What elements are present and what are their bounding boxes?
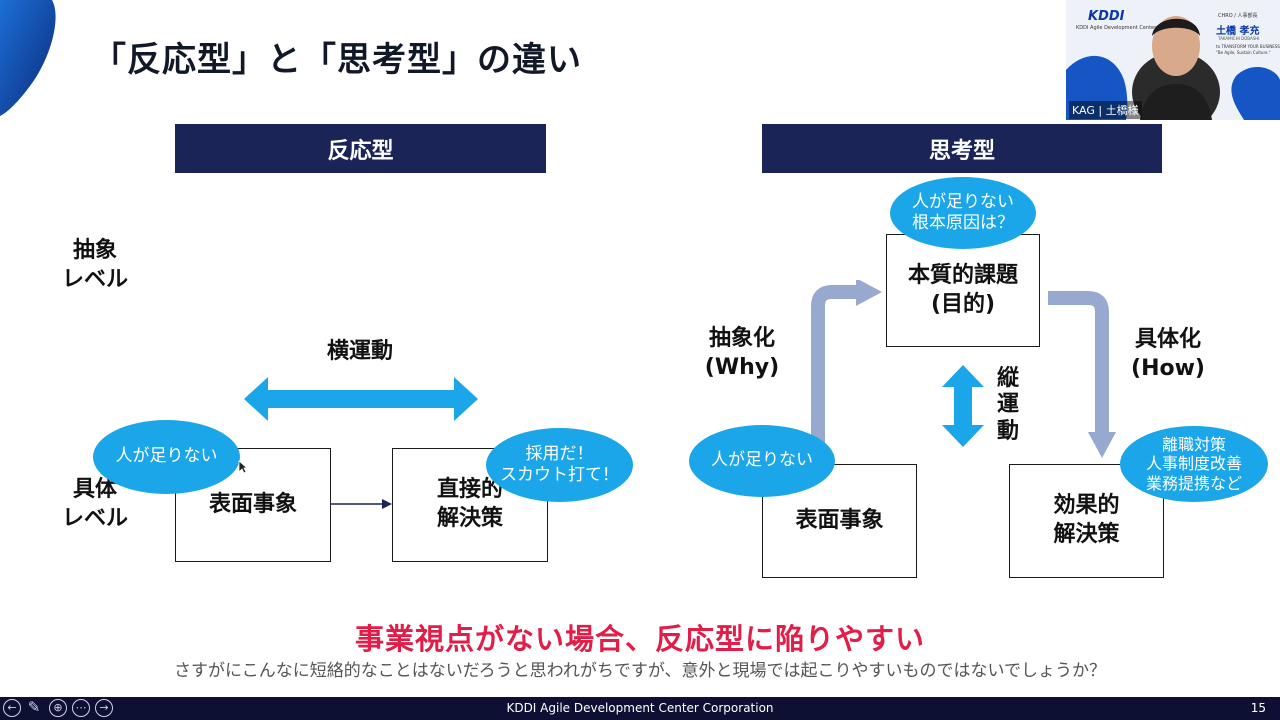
mouse-cursor-icon xyxy=(238,460,248,474)
camera-person-name: 土橋 孝充 xyxy=(1216,26,1260,37)
header-reactive-label: 反応型 xyxy=(327,138,394,164)
double-arrow-vertical xyxy=(942,365,984,447)
camera-tagline-2: "Be Agile, Sustain Culture." xyxy=(1216,50,1271,55)
arrow-right-icon[interactable]: → xyxy=(95,699,113,717)
participant-name-label: KAG | 土橋様 xyxy=(1069,101,1142,119)
abstraction-why-label: 抽象化 (Why) xyxy=(704,326,780,380)
camera-backdrop xyxy=(1066,0,1280,120)
warning-headline: 事業視点がない場合、反応型に陥りやすい xyxy=(354,622,925,656)
flow-arrows xyxy=(811,280,1116,458)
camera-brand-sub: KDDI Agile Development Center xyxy=(1076,25,1157,31)
header-thinking: 思考型 xyxy=(762,124,1162,173)
double-arrow-horizontal xyxy=(244,377,478,421)
footer-company: KDDI Agile Development Center Corporatio… xyxy=(506,701,774,715)
right-solution-bubble: 離職対策 人事制度改善 業務提携など xyxy=(1120,426,1268,502)
concretization-how-label: 具体化 (How) xyxy=(1131,327,1205,381)
zoom-icon[interactable]: ⊕ xyxy=(49,699,67,717)
concrete-level-label: 具体 レベル xyxy=(61,477,128,531)
speaker-video-tile[interactable]: KDDI KDDI Agile Development Center CHRO … xyxy=(1066,0,1280,120)
pen-icon[interactable]: ✎ xyxy=(27,698,41,716)
abstract-level-label: 抽象 レベル xyxy=(61,238,128,292)
header-thinking-label: 思考型 xyxy=(928,138,995,164)
arrow-left-icon[interactable]: ← xyxy=(3,699,21,717)
horizontal-motion-label: 横運動 xyxy=(326,339,393,364)
root-cause-bubble: 人が足りない 根本原因は？ xyxy=(890,177,1036,249)
slide-title: 「反応型」と「思考型」の違い xyxy=(92,40,582,80)
camera-role: CHRO / 人事部長 xyxy=(1218,13,1258,19)
corner-decoration xyxy=(0,0,56,116)
vertical-motion-label: 縦 運 動 xyxy=(996,366,1019,444)
explanatory-note: さすがにこんなに短絡的なことはないだろうと思われがちですが、意外と現場では起こり… xyxy=(174,661,1106,681)
essential-issue-box: 本質的課題 (目的) xyxy=(886,234,1040,347)
page-number: 15 xyxy=(1250,701,1266,715)
camera-tagline-1: to TRANSFORM YOUR BUSINESS xyxy=(1216,44,1280,49)
left-solution-bubble: 採用だ！ スカウト打て！ xyxy=(486,428,633,502)
right-problem-bubble: 人が足りない xyxy=(689,425,835,497)
left-problem-bubble: 人が足りない xyxy=(93,420,240,494)
camera-person-name-roman: TAKAMICHI DOBASHI xyxy=(1218,36,1260,41)
header-reactive: 反応型 xyxy=(175,124,546,173)
arrow-right-connector xyxy=(330,499,392,509)
presentation-footer: ← ✎ ⊕ ⋯ → KDDI Agile Development Center … xyxy=(0,697,1280,720)
camera-brand: KDDI xyxy=(1088,9,1125,24)
more-icon[interactable]: ⋯ xyxy=(72,699,90,717)
